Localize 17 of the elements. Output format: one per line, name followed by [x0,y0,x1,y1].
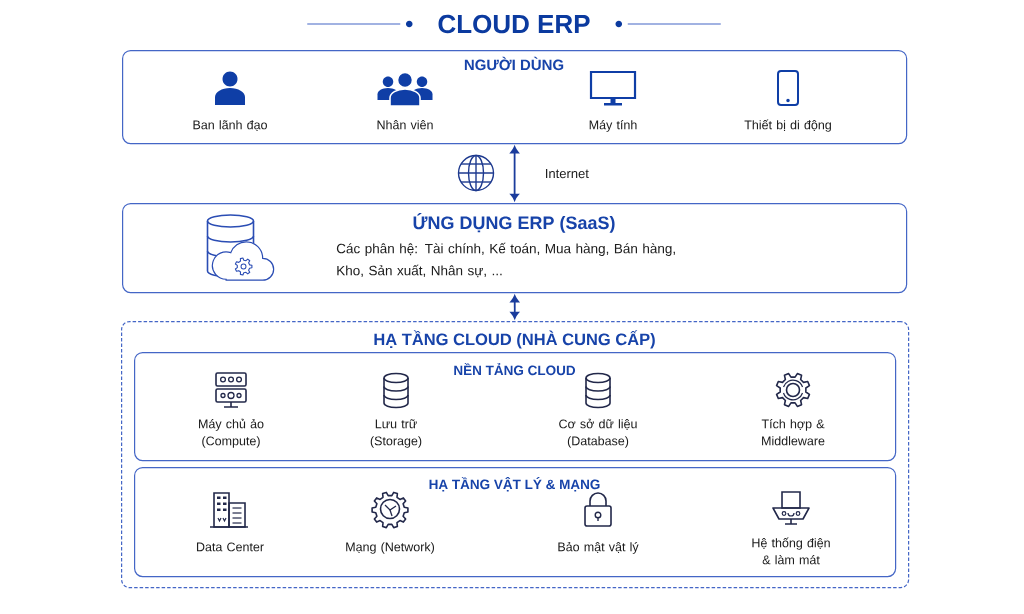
double-arrow [510,295,520,319]
item-label: Cơ sở dữ liệu (Database) [559,418,637,448]
item-label: Máy tính [589,120,637,132]
edge-label: Internet [546,169,589,179]
item-label: Lưu trữ (Storage) [370,419,422,448]
item-label: Ban lãnh đạo [193,120,267,132]
item-label: Data Center [197,542,264,552]
title: CLOUD ERP [438,14,590,34]
item-label: Mạng (Network) [346,542,434,554]
item-label: Thiết bị di động [744,119,831,132]
item-label: Máy chủ ảo (Compute) [199,418,264,448]
double-arrow [510,146,519,201]
item-label: Nhân viên [377,120,433,130]
item-label: Tích hợp & Middleware [761,419,825,446]
item-label: Bảo mật vật lý [558,541,639,554]
item-label: Hệ thống điện & làm mát [752,537,830,565]
description-text: Các phân hệ: Tài chính, Kế toán, Mua hàng, Bán hàng, Kho, Sản xuất, Nhân sự, ... [336,242,675,278]
